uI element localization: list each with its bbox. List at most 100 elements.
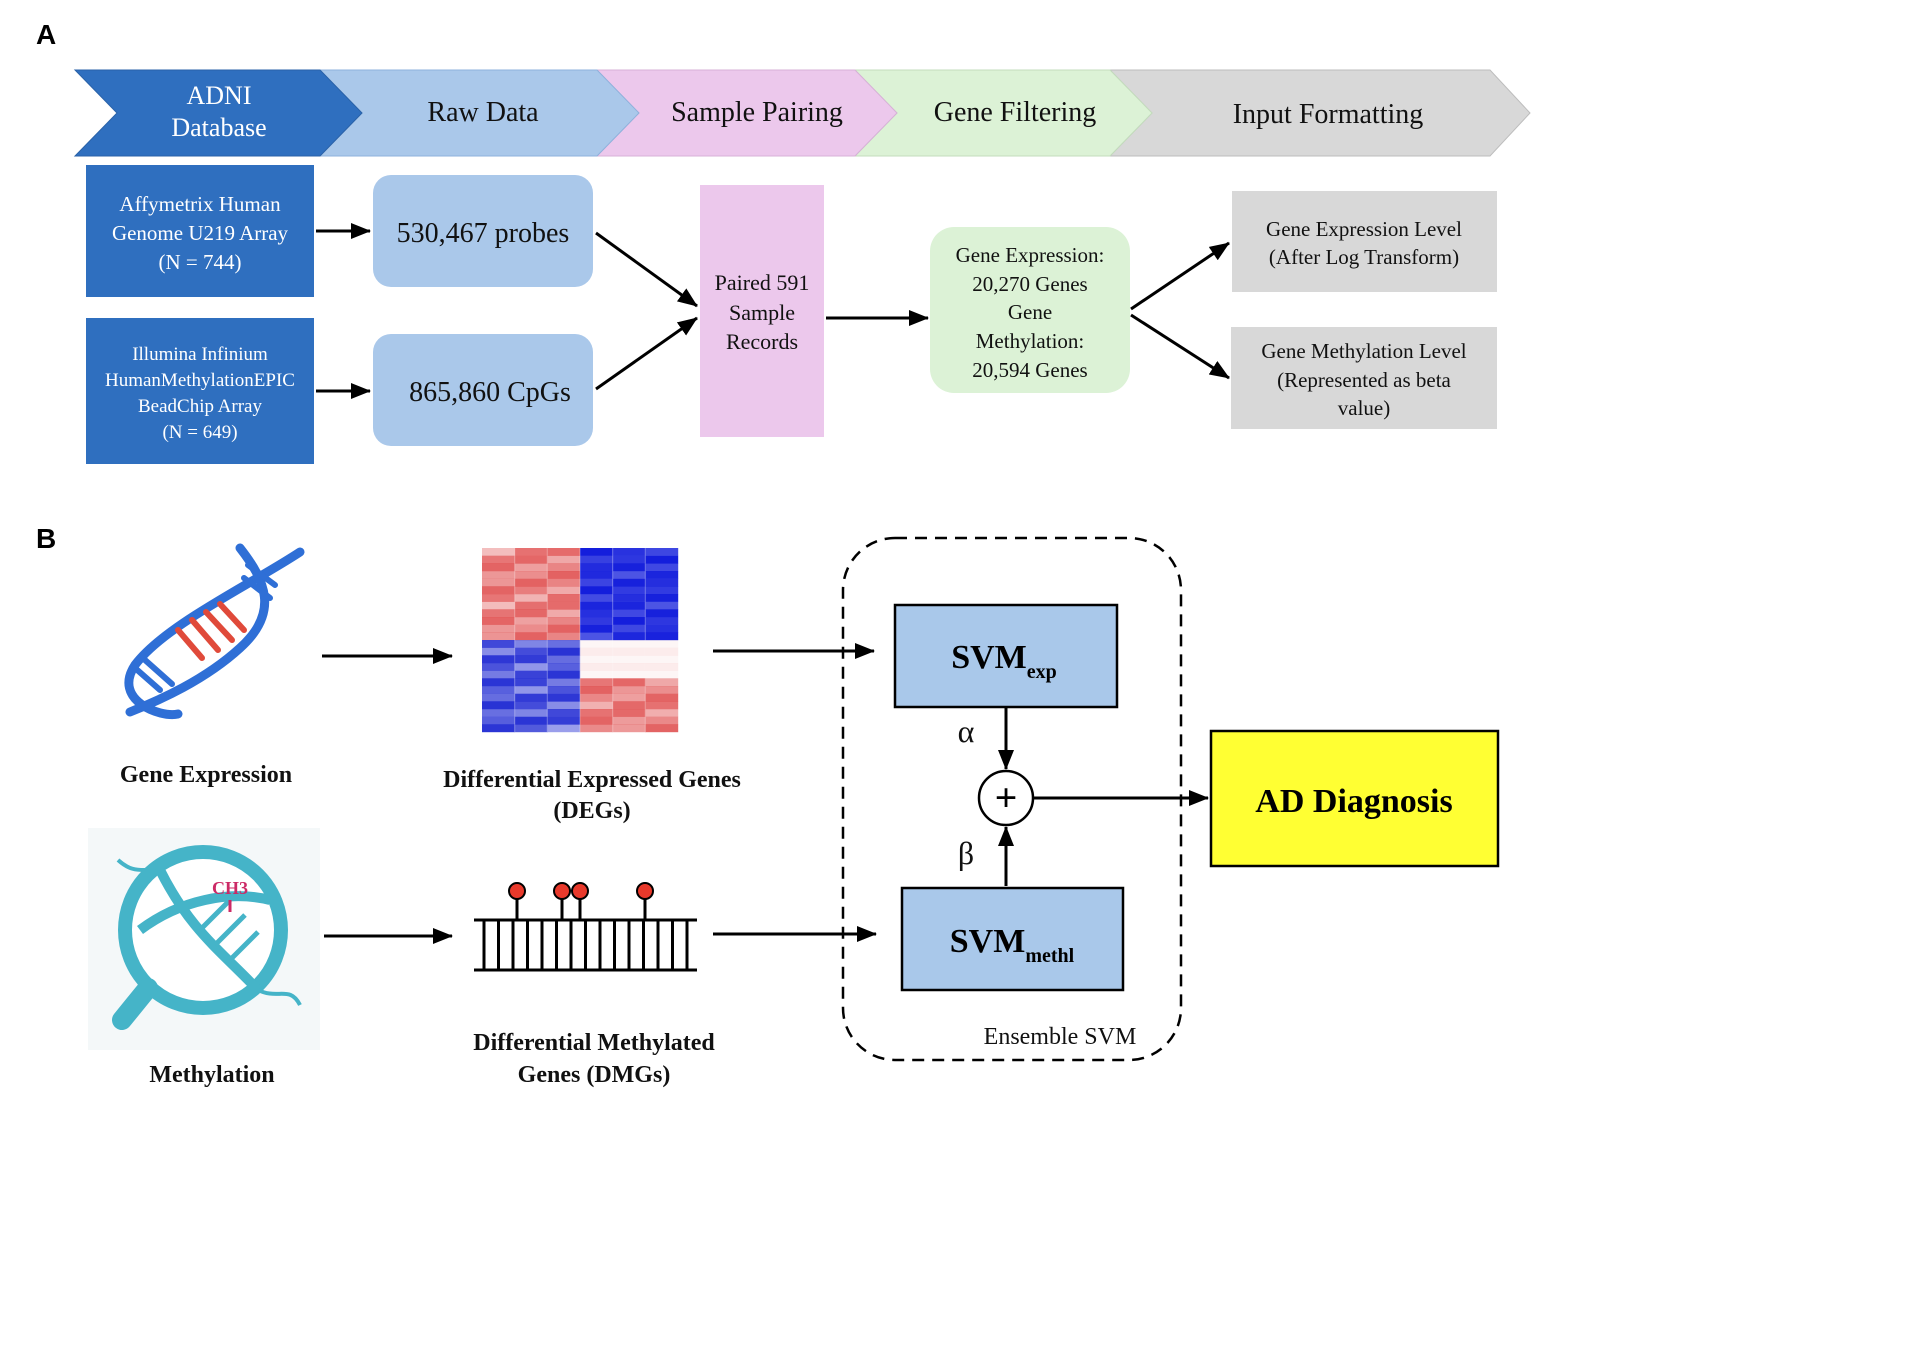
heatmap-cell — [482, 640, 515, 648]
heatmap-cell — [645, 632, 679, 641]
heatmap-cell — [580, 578, 613, 587]
heatmap-cell — [482, 617, 515, 625]
heatmap-cell — [547, 655, 581, 664]
heatmap-cell — [482, 609, 515, 618]
heatmap-cell — [645, 709, 679, 717]
heatmap-cell — [580, 716, 613, 725]
filtered-genes-box: Gene Expression: 20,270 Genes Gene Methy… — [930, 227, 1130, 393]
stage-sample-pairing-label: Sample Pairing — [671, 97, 843, 128]
heatmap-cell — [612, 624, 646, 633]
methylation-label: Methylation — [149, 1062, 274, 1088]
heatmap-cell — [547, 586, 581, 595]
output-methylation-line1: Gene Methylation Level — [1261, 339, 1466, 363]
arrow-cpgs-to-paired — [595, 316, 698, 391]
heatmap-cell — [482, 624, 515, 633]
heatmap-cell — [547, 609, 581, 618]
heatmap-cell — [514, 601, 548, 610]
heatmap-cell — [645, 655, 679, 664]
heatmap-cell — [612, 640, 646, 648]
source-illumina-line4: (N = 649) — [162, 422, 237, 443]
dmg-lollipop-icon — [474, 882, 697, 972]
heatmap-cell — [645, 555, 679, 564]
heatmap-cell — [612, 663, 646, 671]
paired-records-box: Paired 591 Sample Records — [700, 185, 824, 437]
heatmap-cell — [547, 716, 581, 725]
heatmap-cell — [514, 555, 548, 564]
heatmap-cell — [547, 563, 581, 572]
heatmap-cell — [580, 632, 613, 641]
heatmap-cell — [482, 563, 515, 572]
output-methylation-line2: (Represented as beta — [1277, 368, 1451, 392]
raw-probes-box: 530,467 probes — [373, 175, 593, 287]
heatmap-cell — [580, 601, 613, 610]
heatmap-cell — [514, 578, 548, 587]
heatmap-cell — [645, 640, 679, 648]
heatmap-cell — [514, 563, 548, 572]
heatmap-cell — [580, 709, 613, 717]
paired-line1: Paired 591 — [715, 270, 810, 295]
heatmap-cell — [612, 716, 646, 725]
filtered-line1: Gene Expression: — [956, 243, 1105, 267]
stage-adni-label-line1: ADNI — [187, 81, 252, 110]
heatmap-cell — [645, 563, 679, 572]
heatmap-cell — [547, 571, 581, 579]
heatmap-cell — [580, 563, 613, 572]
degs-label-line2: (DEGs) — [553, 798, 630, 824]
heatmap-cell — [612, 655, 646, 664]
ad-diagnosis-box: AD Diagnosis — [1209, 729, 1500, 868]
heatmap-cell — [482, 594, 515, 602]
svm-exp-main: SVM — [951, 639, 1027, 676]
heatmap-cell — [612, 724, 646, 733]
heatmap-cell — [612, 693, 646, 702]
heatmap-cell — [482, 693, 515, 702]
heatmap-cell — [547, 709, 581, 717]
heatmap-cell — [482, 647, 515, 656]
svm-methl-box: SVMmethl — [900, 886, 1125, 992]
alpha-weight: α — [958, 713, 975, 749]
beta-weight: β — [958, 835, 974, 871]
heatmap-cell — [514, 678, 548, 687]
degs-label-line1: Differential Expressed Genes — [443, 767, 741, 793]
heatmap-cell — [547, 617, 581, 625]
source-illumina-line1: Illumina Infinium — [132, 344, 268, 365]
heatmap-cell — [482, 655, 515, 664]
output-methylation-line3: value) — [1338, 396, 1390, 420]
panel-a-arrows — [316, 223, 1230, 399]
heatmap-cell — [645, 663, 679, 671]
workflow-diagram: A ADNI Database Raw Data Sample Pairing … — [36, 19, 1531, 1088]
heatmap-cell — [612, 670, 646, 679]
heatmap-cell — [612, 548, 646, 556]
panel-a-letter: A — [36, 19, 56, 50]
stage-gene-filtering-label: Gene Filtering — [934, 97, 1097, 128]
stage-adni-chevron — [73, 69, 363, 157]
paired-line2: Sample — [729, 300, 795, 325]
arrow-filtered-to-methylation — [1130, 313, 1230, 380]
heatmap-cell — [482, 686, 515, 694]
heatmap-cell — [612, 709, 646, 717]
heatmap-cell — [482, 663, 515, 671]
heatmap-cell — [645, 724, 679, 733]
heatmap-cell — [612, 601, 646, 610]
heatmap-cell — [547, 555, 581, 564]
heatmap-cell — [482, 709, 515, 717]
heatmap-cell — [482, 555, 515, 564]
filtered-line5: 20,594 Genes — [972, 358, 1087, 382]
heatmap-cell — [514, 670, 548, 679]
svg-text:SVMmethl: SVMmethl — [950, 923, 1075, 967]
source-illumina-line3: BeadChip Array — [138, 396, 263, 417]
heatmap-cell — [514, 548, 548, 556]
heatmap-cell — [612, 686, 646, 694]
heatmap-cell — [580, 624, 613, 633]
heatmap-cell — [514, 716, 548, 725]
heatmap-cell — [482, 601, 515, 610]
methylation-magnifier-icon: CH3 — [88, 828, 320, 1050]
heatmap-cell — [547, 548, 581, 556]
heatmap-cell — [580, 555, 613, 564]
stage-adni-label-line2: Database — [171, 113, 266, 142]
heatmap-cell — [612, 701, 646, 710]
arrow-probes-to-paired — [595, 231, 698, 308]
heatmap-cell — [580, 617, 613, 625]
heatmap-cell — [580, 678, 613, 687]
heatmap-cell — [645, 571, 679, 579]
heatmap-cell — [612, 586, 646, 595]
